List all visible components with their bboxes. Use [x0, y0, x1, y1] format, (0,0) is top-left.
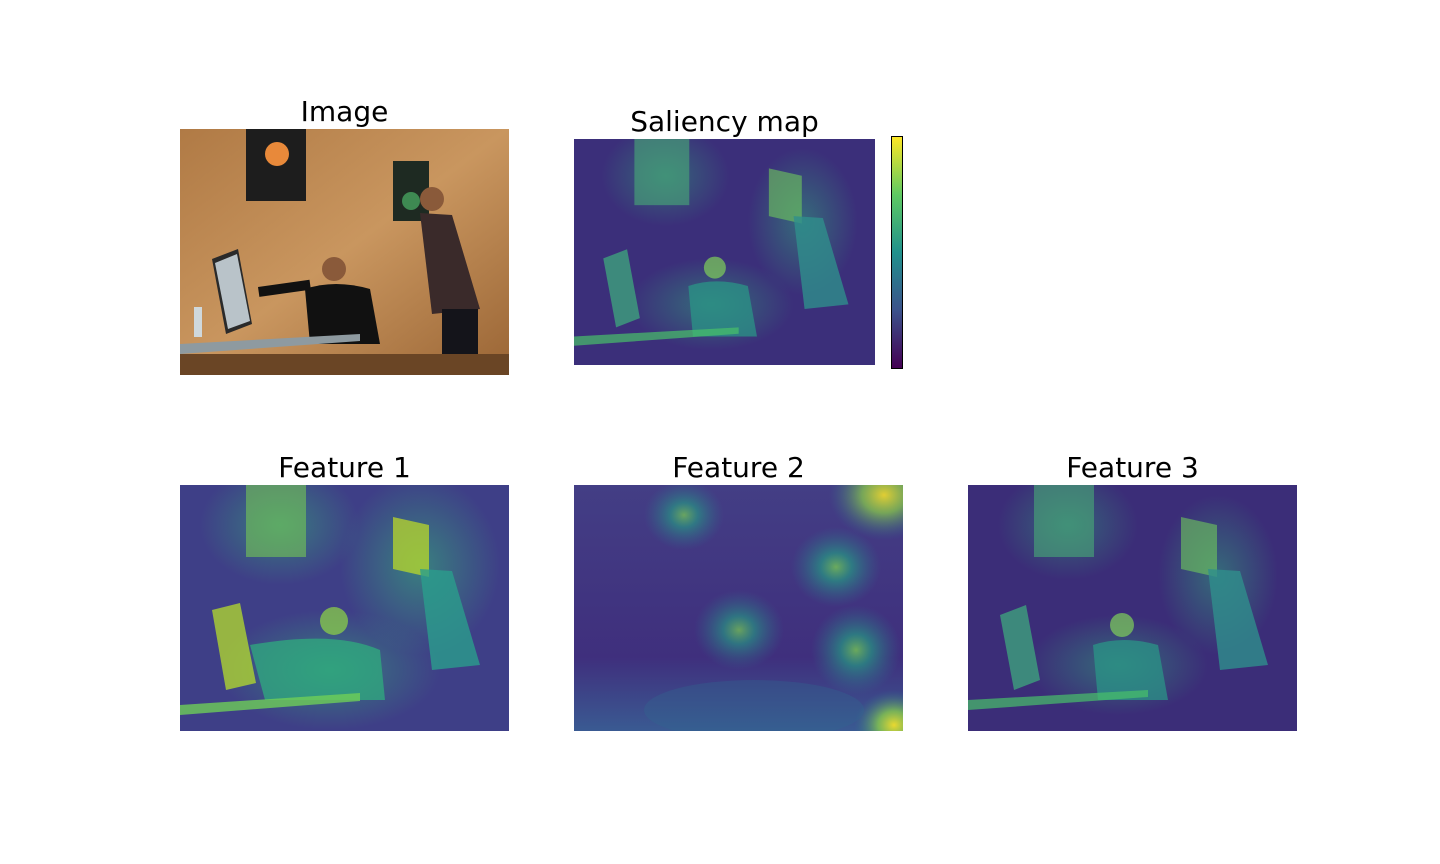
saliency-heatmap — [574, 139, 875, 365]
panel-title-feature3: Feature 3 — [1066, 451, 1199, 484]
panel-title-image: Image — [300, 95, 389, 128]
feature3-heatmap — [968, 485, 1297, 731]
colorbar — [891, 136, 903, 369]
panel-title-saliency: Saliency map — [630, 105, 819, 138]
feature2-heatmap — [574, 485, 903, 731]
photo-image — [180, 129, 509, 375]
panel-title-feature1: Feature 1 — [278, 451, 411, 484]
feature1-heatmap — [180, 485, 509, 731]
panel-title-feature2: Feature 2 — [672, 451, 805, 484]
